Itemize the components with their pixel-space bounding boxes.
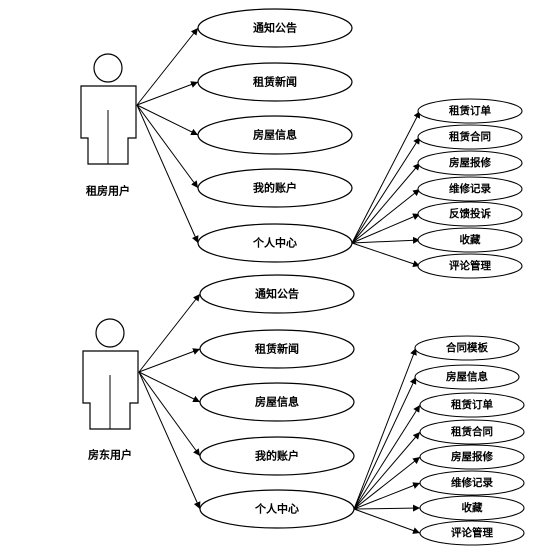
landlord-use-case-label: 个人中心 [254, 502, 299, 516]
landlord-sub-favorites: 收藏 [419, 495, 525, 521]
landlord-sub-rental-contract: 租赁合同 [419, 419, 525, 445]
landlord-sub-repair-records: 维修记录 [419, 470, 525, 496]
tenant-sub-repair-records: 维修记录 [417, 176, 523, 202]
landlord-use-case-label: 通知公告 [255, 287, 299, 301]
tenant-section: 租房用户 通知公告 租赁新闻 房屋信息 我的账户 个人中心 [80, 8, 523, 279]
landlord-sub-label: 房屋报修 [451, 450, 493, 463]
landlord-actor-label: 房东用户 [88, 448, 132, 462]
landlord-sub-label: 维修记录 [451, 476, 493, 489]
landlord-sub-comments: 评论管理 [419, 520, 525, 546]
landlord-associations [138, 293, 201, 510]
tenant-sub-favorites: 收藏 [417, 227, 523, 253]
tenant-sub-label: 评论管理 [449, 259, 491, 272]
landlord-sub-contract-template: 合同模板 [414, 335, 520, 361]
landlord-sub-rental-order: 租赁订单 [419, 392, 525, 418]
tenant-use-case-notice: 通知公告 [197, 8, 353, 48]
tenant-sub-label: 收藏 [460, 233, 481, 246]
tenant-use-case-label: 租赁新闻 [253, 75, 297, 89]
tenant-sub-label: 租赁合同 [449, 130, 491, 143]
landlord-use-case-label: 房屋信息 [255, 395, 299, 409]
landlord-use-case-house-info: 房屋信息 [199, 382, 355, 422]
landlord-sub-label: 租赁订单 [451, 398, 493, 411]
tenant-sub-label: 维修记录 [449, 182, 491, 195]
landlord-sub-house-info: 房屋信息 [414, 364, 520, 390]
tenant-sub-comments: 评论管理 [417, 253, 523, 279]
tenant-use-case-label: 通知公告 [253, 21, 297, 35]
tenant-use-case-house-info: 房屋信息 [197, 115, 353, 155]
tenant-use-case-label: 个人中心 [252, 236, 297, 250]
tenant-use-case-personal-center: 个人中心 [197, 223, 353, 263]
tenant-sub-feedback: 反馈投诉 [417, 201, 523, 227]
tenant-use-case-label: 房屋信息 [253, 128, 297, 142]
landlord-sub-repair-request: 房屋报修 [419, 444, 525, 470]
tenant-actor-label: 租房用户 [86, 184, 130, 198]
tenant-sub-rental-order: 租赁订单 [417, 98, 523, 124]
landlord-sub-label: 租赁合同 [451, 425, 493, 438]
tenant-use-case-my-account: 我的账户 [197, 168, 353, 208]
tenant-use-case-label: 我的账户 [253, 181, 297, 195]
landlord-use-case-label: 租赁新闻 [255, 342, 299, 356]
landlord-use-case-personal-center: 个人中心 [199, 489, 355, 529]
tenant-sub-repair-request: 房屋报修 [417, 150, 523, 176]
tenant-sub-associations [351, 110, 421, 268]
tenant-sub-rental-contract: 租赁合同 [417, 124, 523, 150]
landlord-section: 房东用户 通知公告 租赁新闻 房屋信息 我的账户 个人中心 [82, 274, 525, 546]
landlord-use-case-news: 租赁新闻 [199, 329, 355, 369]
tenant-sub-label: 反馈投诉 [449, 207, 491, 220]
landlord-use-case-label: 我的账户 [255, 449, 299, 463]
tenant-associations [136, 27, 199, 244]
landlord-sub-label: 合同模板 [445, 341, 488, 354]
landlord-actor-icon [82, 318, 139, 430]
landlord-sub-label: 收藏 [462, 501, 483, 514]
landlord-use-case-notice: 通知公告 [199, 274, 355, 314]
landlord-sub-label: 评论管理 [451, 526, 493, 539]
tenant-sub-label: 房屋报修 [449, 156, 491, 169]
landlord-use-case-my-account: 我的账户 [199, 436, 355, 476]
landlord-sub-label: 房屋信息 [446, 370, 488, 383]
tenant-use-case-news: 租赁新闻 [197, 62, 353, 102]
tenant-actor-icon [80, 53, 137, 165]
landlord-sub-associations [353, 347, 421, 534]
tenant-sub-label: 租赁订单 [449, 104, 491, 117]
